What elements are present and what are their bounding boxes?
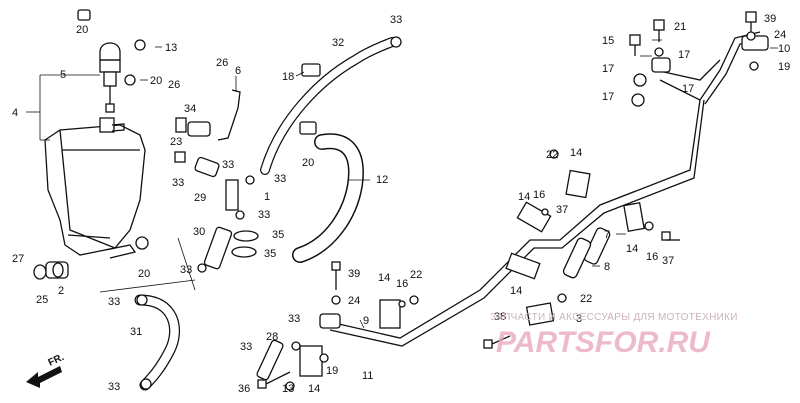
part-label-32: 32 [332, 37, 344, 49]
part-label-14: 14 [510, 285, 522, 297]
part-label-30: 30 [193, 226, 205, 238]
part-label-14: 14 [308, 383, 320, 395]
part-label-29: 29 [194, 192, 206, 204]
part-label-25: 25 [36, 294, 48, 306]
watermark: ЗАПЧАСТИ И АКСЕССУАРЫ ДЛЯ МОТОТЕХНИКИ PA… [490, 312, 738, 359]
part-label-2: 2 [58, 285, 64, 297]
part-label-26: 26 [168, 79, 180, 91]
part-label-33: 33 [180, 264, 192, 276]
part-label-17: 17 [602, 63, 614, 75]
part-label-17: 17 [602, 91, 614, 103]
part-label-16: 16 [396, 278, 408, 290]
part-label-4: 4 [12, 107, 18, 119]
part-label-33: 33 [288, 313, 300, 325]
part-label-14: 14 [626, 243, 638, 255]
part-label-19: 19 [326, 365, 338, 377]
part-label-11: 11 [362, 370, 373, 382]
watermark-site: PARTSFOR.RU [496, 326, 711, 359]
part-label-24: 24 [348, 295, 360, 307]
part-label-10: 10 [778, 43, 790, 55]
part-label-34: 34 [184, 103, 196, 115]
part-label-38: 38 [494, 311, 506, 323]
part-label-8: 8 [604, 261, 610, 273]
washer-group [285, 31, 759, 391]
front-direction-arrow: FR. [26, 352, 66, 388]
part-label-1: 1 [264, 191, 270, 203]
part-label-33: 33 [172, 177, 184, 189]
part-label-13: 13 [282, 383, 294, 395]
part-label-33: 33 [108, 296, 120, 308]
part-label-5: 5 [60, 69, 66, 81]
part-label-18: 18 [282, 71, 294, 83]
fitting-group [174, 89, 259, 273]
part-label-7: 7 [604, 229, 610, 241]
part-label-20: 20 [302, 157, 314, 169]
part-label-33: 33 [274, 173, 286, 185]
part-label-35: 35 [264, 248, 276, 260]
part-label-24: 24 [774, 29, 786, 41]
part-label-36: 36 [238, 383, 250, 395]
watermark-tagline: ЗАПЧАСТИ И АКСЕССУАРЫ ДЛЯ МОТОТЕХНИКИ [490, 312, 738, 323]
part-label-33: 33 [240, 341, 252, 353]
part-label-39: 39 [348, 268, 360, 280]
part-label-31: 31 [130, 326, 142, 338]
part-label-14: 14 [570, 147, 582, 159]
part-label-14: 14 [378, 272, 390, 284]
part-label-13: 13 [165, 42, 177, 54]
part-label-22: 22 [580, 293, 592, 305]
part-label-35: 35 [272, 229, 284, 241]
part-label-22: 22 [410, 269, 422, 281]
part-label-27: 27 [12, 253, 24, 265]
hose-clamp [77, 9, 149, 250]
part-label-33: 33 [258, 209, 270, 221]
part-label-9: 9 [363, 315, 369, 327]
part-label-33: 33 [390, 14, 402, 26]
part-label-26: 26 [216, 57, 228, 69]
part-label-15: 15 [602, 35, 614, 47]
part-label-37: 37 [556, 204, 568, 216]
reservoir-cap [99, 42, 121, 113]
part-label-17: 17 [678, 49, 690, 61]
part-label-17: 17 [682, 83, 694, 95]
part-label-20: 20 [150, 75, 162, 87]
part-label-16: 16 [646, 251, 658, 263]
part-label-3: 3 [576, 313, 582, 325]
part-label-6: 6 [235, 65, 241, 77]
reservoir-tank [44, 117, 146, 259]
bolt-group [256, 11, 757, 389]
part-label-12: 12 [376, 174, 388, 186]
part-label-14: 14 [518, 191, 530, 203]
part-label-23: 23 [170, 136, 182, 148]
part-label-22: 22 [546, 149, 558, 161]
part-label-28: 28 [266, 331, 278, 343]
part-label-19: 19 [778, 61, 790, 73]
part-label-39: 39 [764, 13, 776, 25]
part-label-20: 20 [138, 268, 150, 280]
bracket-group [299, 35, 769, 377]
part-label-21: 21 [674, 21, 686, 33]
leader-lines [26, 39, 778, 329]
part-label-33: 33 [222, 159, 234, 171]
brake-pipe [329, 31, 763, 347]
front-direction-label: FR. [47, 352, 66, 369]
part-label-16: 16 [533, 189, 545, 201]
part-label-33: 33 [108, 381, 120, 393]
grommet [33, 261, 69, 280]
part-labels: 20 13 5 20 26 26 6 4 34 23 33 33 33 29 1… [12, 13, 790, 395]
part-label-37: 37 [662, 255, 674, 267]
part-label-20: 20 [76, 24, 88, 36]
